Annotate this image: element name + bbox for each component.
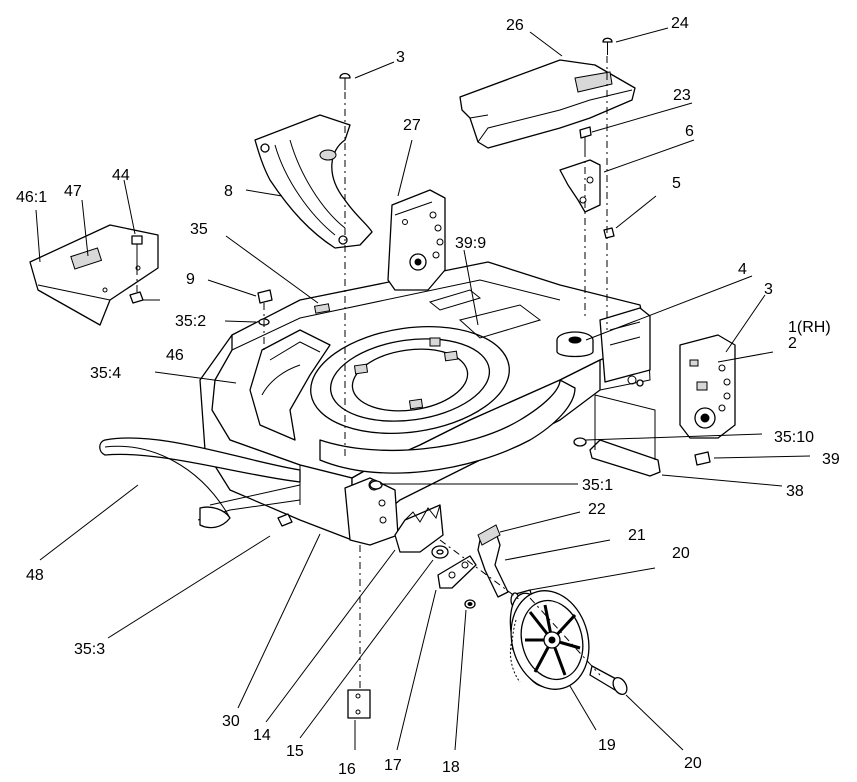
callout-15: 15	[286, 743, 304, 760]
callout-6: 6	[685, 123, 694, 140]
mulch-plate	[29, 224, 159, 326]
callout-35-2: 35:1	[582, 477, 613, 494]
wheel-bolt	[589, 665, 628, 696]
clip-plate	[347, 689, 371, 719]
small-washer	[464, 599, 476, 609]
callout-9: 9	[186, 271, 195, 288]
height-adjust-plate	[394, 504, 444, 553]
front-skirt-strip	[99, 437, 301, 529]
callout-5: 5	[672, 175, 681, 192]
callout-2: 2	[788, 335, 797, 352]
callout-4: 4	[738, 261, 747, 278]
callout-8: 8	[224, 183, 233, 200]
callout-23: 22	[588, 501, 606, 518]
hardware	[129, 37, 711, 466]
drive-pulley	[556, 331, 594, 358]
callout-35-4: 35:3	[74, 641, 105, 658]
callout-22: 21	[628, 527, 646, 544]
callout-46-1: 47	[64, 183, 82, 200]
callout-35-10: 35:4	[90, 365, 121, 382]
height-adjuster-right	[679, 334, 736, 439]
wheel	[509, 590, 590, 690]
callout-1-rh: 1(RH)	[788, 319, 831, 336]
rear-door-cover	[459, 59, 636, 149]
callout-46: 46:1	[16, 189, 47, 206]
callout-16: 16	[338, 761, 356, 778]
rear-baffle	[254, 114, 373, 249]
wheel-bracket	[437, 555, 477, 589]
callout-44: 44	[112, 167, 130, 184]
callout-24: 23	[673, 87, 691, 104]
callout-47: 46	[166, 347, 184, 364]
callout-35-1: 35	[190, 221, 208, 238]
clip-nut	[277, 513, 293, 527]
callout-39-9: 39:9	[455, 235, 486, 252]
callout-30: 27	[403, 117, 421, 134]
callout-14: 14	[253, 727, 271, 744]
callout-labels: 3 8 27 26 24 23 6 5 4 3 1(RH) 2 46:1 47 …	[16, 15, 840, 778]
callout-35: 30	[222, 713, 240, 730]
rear-bracket	[589, 394, 661, 477]
callout-17: 17	[384, 757, 402, 774]
callout-18: 18	[442, 759, 460, 776]
washer	[431, 545, 449, 559]
callout-20: 20	[684, 755, 702, 772]
leader-lines	[35, 27, 811, 751]
height-adjuster-left	[387, 189, 446, 291]
mower-deck-housing	[197, 261, 651, 546]
callout-19: 19	[598, 737, 616, 754]
callout-48: 48	[26, 567, 44, 584]
callout-37: 35:10	[774, 429, 814, 446]
callout-27: 26	[506, 17, 524, 34]
callout-35-3: 35:2	[175, 313, 206, 330]
callout-26: 24	[671, 15, 689, 32]
height-arm	[477, 524, 509, 598]
callout-3: 3	[764, 281, 773, 298]
assembly-centerlines	[136, 56, 608, 690]
callout-21: 20	[672, 545, 690, 562]
hinge-bracket	[559, 159, 601, 213]
callout-7: 3	[396, 49, 405, 66]
callout-39: 39	[822, 451, 840, 468]
callout-38: 38	[786, 483, 804, 500]
